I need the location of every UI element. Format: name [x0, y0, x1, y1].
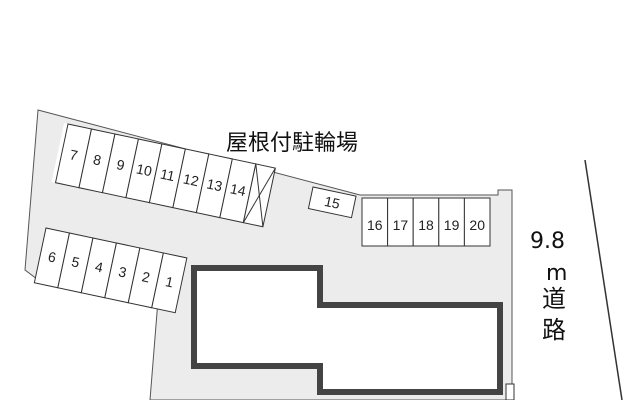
parking-row-right: 16 17 18 19 20 — [361, 197, 491, 247]
parking-space-15: 15 — [307, 186, 357, 219]
parking-space-4-label: 4 — [94, 258, 105, 275]
parking-space-3-label: 3 — [117, 263, 128, 280]
parking-space-16-label: 16 — [367, 217, 383, 233]
parking-space-18-label: 18 — [418, 217, 434, 233]
parking-space-14: 14 — [219, 158, 257, 224]
parking-space-1: 1 — [151, 252, 188, 314]
parking-space-11-label: 11 — [159, 165, 177, 184]
road-width-number: 9.8 — [530, 229, 565, 254]
parking-space-2-label: 2 — [141, 268, 152, 285]
road-label-2: 路 — [542, 316, 566, 344]
parking-space-10: 10 — [125, 138, 163, 204]
parking-space-7-label: 7 — [68, 146, 79, 163]
parking-space-10-label: 10 — [135, 160, 154, 179]
parking-space-13-label: 13 — [205, 175, 224, 194]
parking-space-12-label: 12 — [182, 170, 201, 189]
parking-space-1-label: 1 — [164, 273, 175, 290]
parking-space-9-label: 9 — [115, 156, 126, 173]
crossed-out-space — [242, 163, 276, 228]
parking-space-15-label: 15 — [323, 193, 342, 212]
road-edge-line — [584, 159, 623, 400]
gate-marker — [505, 383, 515, 400]
parking-space-20-label: 20 — [469, 217, 485, 233]
parking-space-13: 13 — [195, 153, 233, 219]
parking-space-19-label: 19 — [444, 217, 460, 233]
parking-space-18: 18 — [412, 197, 440, 247]
road-label-1: 道 — [542, 285, 566, 313]
parking-space-17-label: 17 — [393, 217, 409, 233]
parking-space-5-label: 5 — [70, 253, 81, 270]
parking-space-16: 16 — [361, 197, 389, 247]
parking-space-17: 17 — [387, 197, 414, 247]
parking-space-14-label: 14 — [229, 180, 248, 199]
bicycle-parking-label: 屋根付駐輪場 — [226, 131, 358, 156]
building-footprint — [191, 265, 503, 395]
parking-space-8-label: 8 — [92, 151, 103, 168]
road-width-unit: m — [546, 261, 567, 286]
parking-space-20: 20 — [463, 197, 491, 247]
parking-space-6-label: 6 — [47, 248, 58, 265]
parking-space-19: 19 — [438, 197, 465, 247]
